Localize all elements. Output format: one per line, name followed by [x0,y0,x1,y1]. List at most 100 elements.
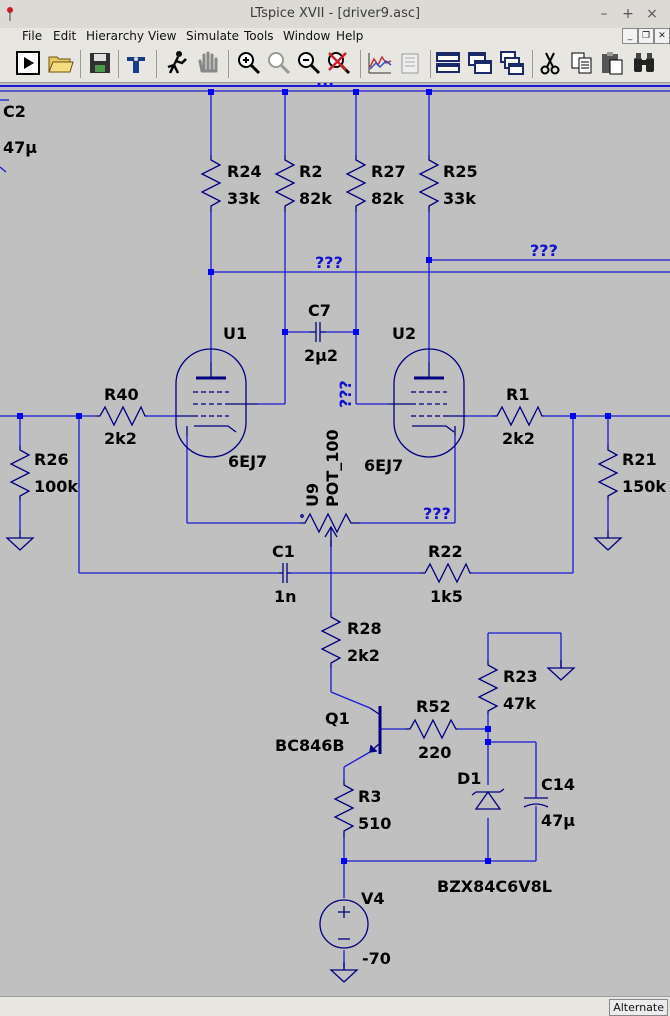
c7-name: C7 [308,301,331,320]
r27-value: 82k [371,189,404,208]
tube-u1 [175,348,258,458]
tile-vertical-icon[interactable] [434,49,462,77]
r22-value: 1k5 [430,587,463,606]
r25-name: R25 [443,162,478,181]
net-label-unknown: ??? [315,253,343,272]
netlist-icon[interactable] [396,49,424,77]
ground-symbols [6,529,622,983]
menu-tools[interactable]: Tools [244,29,274,43]
toolbar-separator [228,50,229,78]
cascade-icon[interactable] [498,49,526,77]
v4-value: -70 [362,949,391,968]
menu-simulate[interactable]: Simulate [186,29,240,43]
mdi-close-icon[interactable]: ✕ [654,28,670,44]
run-icon[interactable] [14,49,42,77]
open-icon[interactable] [46,49,74,77]
find-icon[interactable] [630,49,658,77]
junctions [17,89,611,864]
d1-value: BZX84C6V8L [437,877,552,896]
net-label-unknown: ??? [336,380,355,408]
net-labels: ??? ??? ??? ??? ··· [315,83,558,523]
r52-value: 220 [418,743,451,762]
u2-name: U2 [392,324,416,343]
schematic-drawing[interactable]: C2 47µ R24 33k R2 82k R27 82k R25 33k C7… [0,83,670,996]
waveform-icon[interactable] [366,49,394,77]
c7-value: 2µ2 [304,346,338,365]
maximize-icon[interactable]: + [622,6,634,22]
toolbar-separator [118,50,119,78]
r21-name: R21 [622,450,657,469]
zoom-area-icon[interactable] [264,49,292,77]
halt-icon[interactable] [162,49,190,77]
menu-hierarchy[interactable]: Hierarchy [86,29,145,43]
menu-file[interactable]: File [22,29,43,43]
d1-name: D1 [457,769,481,788]
r28-value: 2k2 [347,646,380,665]
window-title: LTspice XVII - [driver9.asc] [249,6,421,21]
status-bar: Alternate [0,996,670,1016]
pan-icon[interactable] [194,49,222,77]
u9-value: POT_100 [323,429,342,507]
capacitors [279,322,549,808]
wires [0,85,670,968]
menu-view[interactable]: View [148,29,177,43]
mdi-restore-icon[interactable]: ❐ [638,28,654,44]
r23-value: 47k [503,694,536,713]
control-panel-icon[interactable] [122,49,150,77]
u9-name: U9 [303,483,322,507]
resistors [9,155,619,838]
zoom-in-icon[interactable] [234,49,262,77]
toolbar-separator [80,50,81,78]
wire-ellipsis: ··· [316,83,334,93]
toolbar-separator [156,50,157,78]
r1-name: R1 [506,385,529,404]
c2-value: 47µ [3,138,37,157]
r40-value: 2k2 [104,429,137,448]
toolbar-separator [430,50,431,78]
mdi-minimize-icon[interactable]: _ [622,28,638,44]
q1-value: BC846B [275,736,345,755]
voltage-source-v4 [319,899,369,949]
paste-icon[interactable] [598,49,626,77]
tile-horizontal-icon[interactable] [466,49,494,77]
r26-name: R26 [34,450,69,469]
c1-name: C1 [272,542,295,561]
u1-name: U1 [223,324,247,343]
u2-value: 6EJ7 [364,456,403,475]
r25-value: 33k [443,189,476,208]
ltspice-app-icon [7,7,13,21]
menu-edit[interactable]: Edit [53,29,77,43]
cut-icon[interactable] [536,49,564,77]
zoom-out-icon[interactable] [294,49,322,77]
menu-bar: File Edit Hierarchy View Simulate Tools … [0,28,670,46]
close-icon[interactable]: × [646,6,658,22]
r24-value: 33k [227,189,260,208]
toolbar [0,46,670,83]
component-labels: C2 47µ R24 33k R2 82k R27 82k R25 33k C7… [3,102,666,968]
menu-help[interactable]: Help [336,29,364,43]
zoom-cancel-icon[interactable] [324,49,352,77]
r1-value: 2k2 [502,429,535,448]
r2-value: 82k [299,189,332,208]
menu-window[interactable]: Window [283,29,331,43]
r23-name: R23 [503,667,538,686]
net-label-unknown: ??? [530,241,558,260]
save-icon[interactable] [86,49,114,77]
r2-name: R2 [299,162,322,181]
r40-name: R40 [104,385,139,404]
minimize-icon[interactable]: – [600,6,608,22]
toolbar-separator [532,50,533,78]
v4-name: V4 [361,889,385,908]
r3-value: 510 [358,814,391,833]
r26-value: 100k [34,477,78,496]
r3-name: R3 [358,787,381,806]
net-label-unknown: ??? [423,504,451,523]
c2-name: C2 [3,102,26,121]
schematic-canvas[interactable]: C2 47µ R24 33k R2 82k R27 82k R25 33k C7… [0,83,670,996]
c1-value: 1n [274,587,297,606]
mode-indicator: Alternate [609,999,668,1016]
r22-name: R22 [428,542,463,561]
tube-u2 [388,348,466,458]
u1-value: 6EJ7 [228,452,267,471]
copy-icon[interactable] [568,49,596,77]
